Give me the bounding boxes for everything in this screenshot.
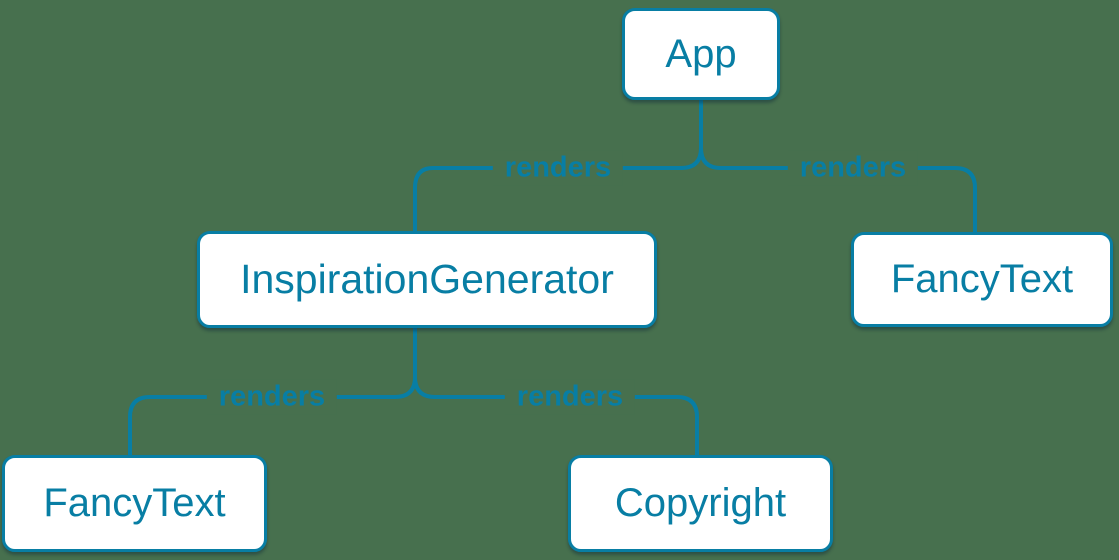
node-inspiration-generator: InspirationGenerator: [197, 231, 657, 328]
node-fancy-text-top: FancyText: [851, 232, 1113, 327]
node-copyright-label: Copyright: [614, 481, 787, 525]
edge-label-app-inspirationgenerator: renders: [492, 150, 624, 186]
edge-label-app-fancytext: renders: [787, 150, 919, 186]
node-fancy-text-top-label: FancyText: [890, 257, 1074, 301]
node-fancy-text-bottom-label: FancyText: [43, 481, 226, 525]
node-copyright: Copyright: [568, 455, 833, 552]
node-app: App: [622, 8, 780, 100]
node-fancy-text-bottom: FancyText: [2, 455, 267, 552]
node-inspiration-generator-label: InspirationGenerator: [240, 256, 614, 302]
edge-label-inspirationgenerator-fancytext: renders: [206, 379, 338, 415]
edge-label-inspirationgenerator-copyright: renders: [504, 379, 636, 415]
node-app-label: App: [665, 31, 737, 76]
